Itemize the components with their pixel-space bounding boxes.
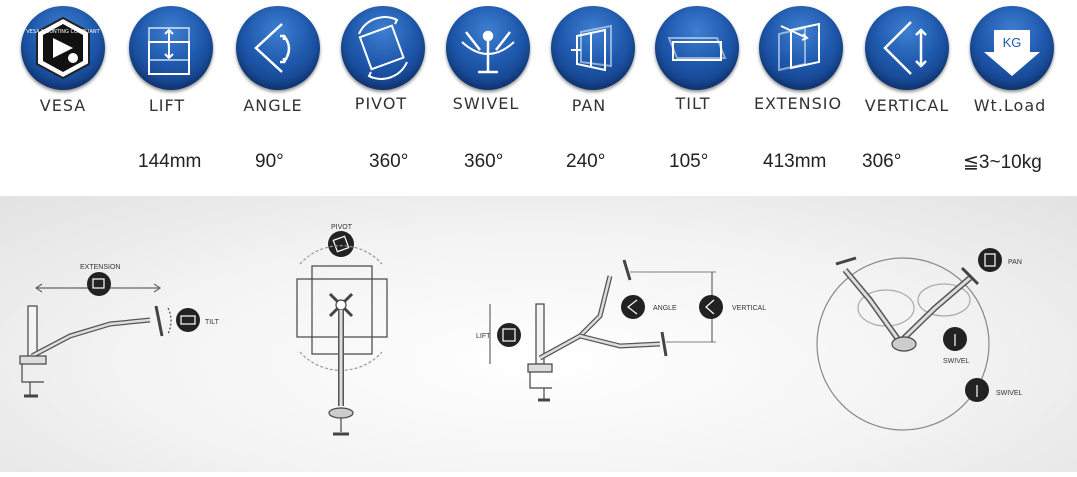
pivot-icon xyxy=(341,6,425,90)
swivel-icon xyxy=(446,6,530,90)
pan-label: PAN xyxy=(1008,259,1022,266)
swivel-label-1: SWIVEL xyxy=(943,358,970,365)
tilt-icon xyxy=(655,6,739,90)
feature-label-tilt: TILT xyxy=(675,94,711,113)
lift-icon xyxy=(129,6,213,90)
feature-label-vesa: VESA xyxy=(39,96,87,115)
extension-badge-icon xyxy=(87,272,111,296)
feature-label-pan: PAN xyxy=(571,96,607,115)
feature-value-vertical: 306° xyxy=(862,151,902,172)
tilt-badge-icon xyxy=(176,308,200,332)
usage-diagrams: EXTENSION TILT PIVOT xyxy=(0,196,1077,472)
vertical-label: VERTICAL xyxy=(732,305,766,312)
vesa-badge-icon: VESA MOUNTING COMPLIANT xyxy=(21,6,105,90)
feature-value-swivel: 360° xyxy=(464,151,504,172)
vertical-badge-icon xyxy=(699,295,723,319)
feature-value-pivot: 360° xyxy=(369,151,409,172)
feature-label-weight: Wt.Load xyxy=(973,96,1047,115)
lift-badge-icon xyxy=(497,323,521,347)
angle-label: ANGLE xyxy=(653,305,677,312)
feature-label-pivot: PIVOT xyxy=(354,94,408,113)
feature-label-swivel: SWIVEL xyxy=(452,94,520,113)
feature-strip: VESA MOUNTING COMPLIANT xyxy=(0,0,1077,195)
pan-swivel-diagram: PAN SWIVEL SWIVEL xyxy=(816,248,1023,431)
pan-icon xyxy=(551,6,635,90)
extension-icon xyxy=(759,6,843,90)
feature-label-extension: EXTENSIO xyxy=(753,94,843,113)
vesa-badge-text: VESA MOUNTING COMPLIANT xyxy=(26,29,100,35)
tilt-label: TILT xyxy=(205,319,220,326)
angle-icon xyxy=(236,6,320,90)
pivot-badge-icon xyxy=(328,231,354,257)
extension-label: EXTENSION xyxy=(80,264,120,271)
feature-label-angle: ANGLE xyxy=(243,96,303,115)
feature-value-weight: ≦3~10kg xyxy=(963,152,1042,173)
angle-badge-icon xyxy=(621,295,645,319)
feature-value-pan: 240° xyxy=(566,151,606,172)
lift-label: LIFT xyxy=(476,333,491,340)
feature-value-tilt: 105° xyxy=(669,151,709,172)
feature-label-lift: LIFT xyxy=(148,96,186,115)
vertical-icon xyxy=(865,6,949,90)
feature-value-lift: 144mm xyxy=(138,151,202,172)
swivel-label-2: SWIVEL xyxy=(996,390,1023,397)
feature-label-vertical: VERTICAL xyxy=(864,96,950,115)
extension-tilt-diagram: EXTENSION TILT xyxy=(19,264,220,398)
feature-value-angle: 90° xyxy=(255,151,284,172)
feature-value-extension: 413mm xyxy=(763,151,827,172)
weight-load-icon: KG xyxy=(970,6,1054,90)
pivot-label: PIVOT xyxy=(331,224,353,231)
weight-icon-text: KG xyxy=(1003,35,1022,50)
lift-angle-vertical-diagram: LIFT ANGLE VERTICAL xyxy=(476,259,766,402)
pan-badge-icon xyxy=(978,248,1002,272)
pivot-diagram: PIVOT xyxy=(296,224,388,436)
